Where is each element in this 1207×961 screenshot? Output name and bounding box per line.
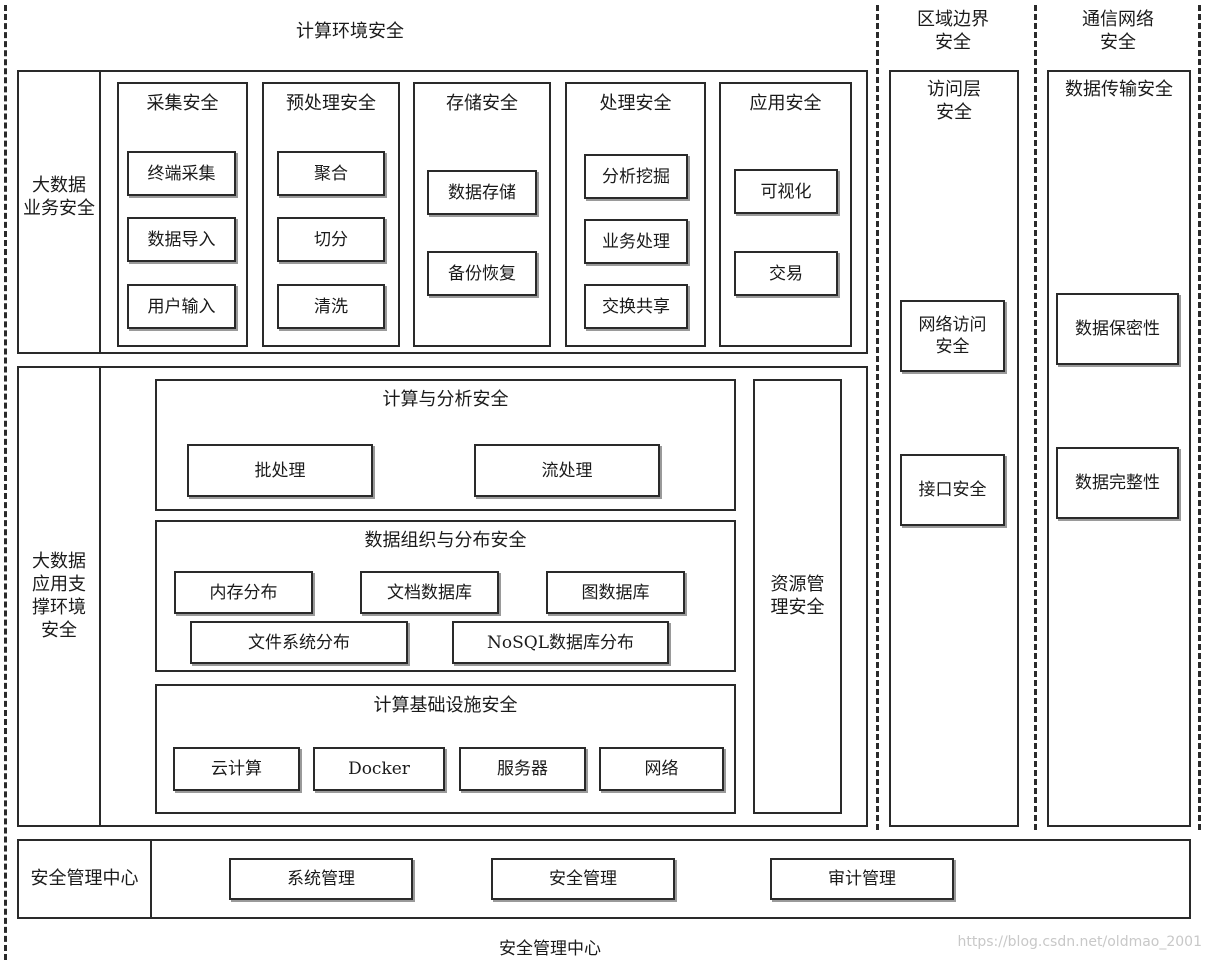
preprocessing-security-panel (262, 82, 400, 347)
security-mgmt-box: 安全管理 (491, 858, 675, 900)
resource-mgmt-label: 资源管 理安全 (770, 574, 825, 618)
processing-security-panel (565, 82, 706, 347)
nosql-distribution-box: NoSQL数据库分布 (452, 621, 669, 664)
cleansing-box: 清洗 (277, 284, 385, 329)
application-security-panel (719, 82, 852, 347)
storage-security-panel (413, 82, 551, 347)
compute-analysis-title: 计算与分析安全 (382, 389, 509, 410)
data-transfer-panel (1047, 70, 1191, 827)
user-input-box: 用户输入 (127, 284, 236, 329)
compute-env-header: 计算环境安全 (296, 21, 404, 42)
network-access-box: 网络访问 安全 (900, 300, 1005, 372)
cloud-computing-box: 云计算 (173, 747, 300, 791)
memory-distribution-box: 内存分布 (174, 571, 313, 614)
watermark-text: https://blog.csdn.net/oldmao_2001 (957, 934, 1202, 950)
dashed-divider-left (4, 5, 7, 960)
resource-mgmt-panel (753, 379, 842, 814)
data-org-panel (155, 520, 736, 672)
collection-security-title: 采集安全 (146, 93, 219, 114)
region-boundary-header: 区域边界 安全 (917, 9, 989, 53)
access-layer-panel (889, 70, 1019, 827)
graph-db-box: 图数据库 (546, 571, 685, 614)
system-mgmt-box: 系统管理 (229, 858, 413, 900)
security-center-caption: 安全管理中心 (499, 939, 601, 959)
stream-processing-box: 流处理 (474, 444, 660, 497)
document-db-box: 文档数据库 (360, 571, 499, 614)
application-security-title: 应用安全 (749, 93, 822, 114)
partition-box: 切分 (277, 217, 385, 262)
dashed-divider-compute-region (876, 5, 879, 830)
access-layer-title: 访问层 安全 (927, 79, 981, 123)
docker-box: Docker (313, 747, 445, 791)
bigdata-business-label-cell (17, 70, 101, 354)
processing-security-title: 处理安全 (599, 93, 672, 114)
exchange-sharing-box: 交换共享 (584, 284, 688, 329)
bigdata-business-label: 大数据 业务安全 (23, 175, 95, 219)
security-center-label-cell (17, 839, 152, 919)
data-integrity-box: 数据完整性 (1056, 447, 1179, 519)
preprocessing-security-title: 预处理安全 (286, 93, 376, 114)
storage-security-title: 存储安全 (446, 93, 518, 114)
support-env-label-cell (17, 366, 101, 827)
support-env-label: 大数据 应用支 撑环境 安全 (32, 551, 86, 641)
security-center-label: 安全管理中心 (30, 868, 139, 889)
data-org-title: 数据组织与分布安全 (364, 530, 527, 551)
comm-network-header: 通信网络 安全 (1082, 9, 1154, 53)
infrastructure-title: 计算基础设施安全 (373, 695, 518, 716)
filesystem-distribution-box: 文件系统分布 (190, 621, 408, 664)
terminal-collection-box: 终端采集 (127, 151, 236, 196)
infrastructure-panel (155, 684, 736, 814)
aggregation-box: 聚合 (277, 151, 385, 196)
audit-mgmt-box: 审计管理 (770, 858, 954, 900)
collection-security-panel (117, 82, 248, 347)
interface-security-box: 接口安全 (900, 454, 1005, 526)
business-processing-box: 业务处理 (584, 219, 688, 264)
data-confidentiality-box: 数据保密性 (1056, 293, 1179, 365)
server-box: 服务器 (459, 747, 586, 791)
batch-processing-box: 批处理 (187, 444, 373, 497)
backup-recovery-box: 备份恢复 (427, 251, 537, 296)
dashed-divider-region-comm (1034, 5, 1037, 830)
transaction-box: 交易 (734, 251, 838, 296)
visualization-box: 可视化 (734, 169, 838, 214)
data-transfer-title: 数据传输安全 (1065, 79, 1173, 100)
compute-analysis-panel (155, 379, 736, 511)
data-storage-box: 数据存储 (427, 170, 537, 215)
network-box: 网络 (599, 747, 724, 791)
analysis-mining-box: 分析挖掘 (584, 154, 688, 199)
data-import-box: 数据导入 (127, 217, 236, 262)
dashed-divider-right (1198, 5, 1201, 830)
